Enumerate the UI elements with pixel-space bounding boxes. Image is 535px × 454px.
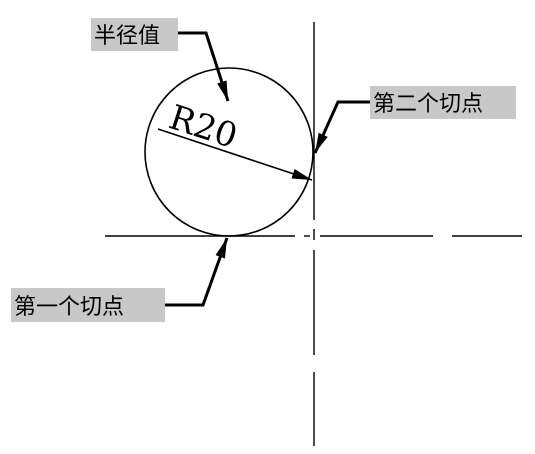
callout-second-tangent-bg [370, 86, 516, 119]
radius-label: R20 [164, 98, 242, 157]
leader-arrow-icon [313, 100, 370, 154]
radius-dimension-line [157, 128, 313, 181]
tangent-circle [144, 67, 314, 237]
leader-arrow-icon [178, 31, 230, 102]
callout-second-tangent: 第二个切点 [373, 92, 483, 117]
callout-radius-value: 半径值 [94, 24, 160, 49]
callout-first-tangent-bg [11, 288, 165, 322]
leader-arrow-icon [165, 237, 229, 307]
callout-first-tangent: 第一个切点 [14, 295, 124, 320]
callout-radius-value-bg [91, 18, 178, 51]
